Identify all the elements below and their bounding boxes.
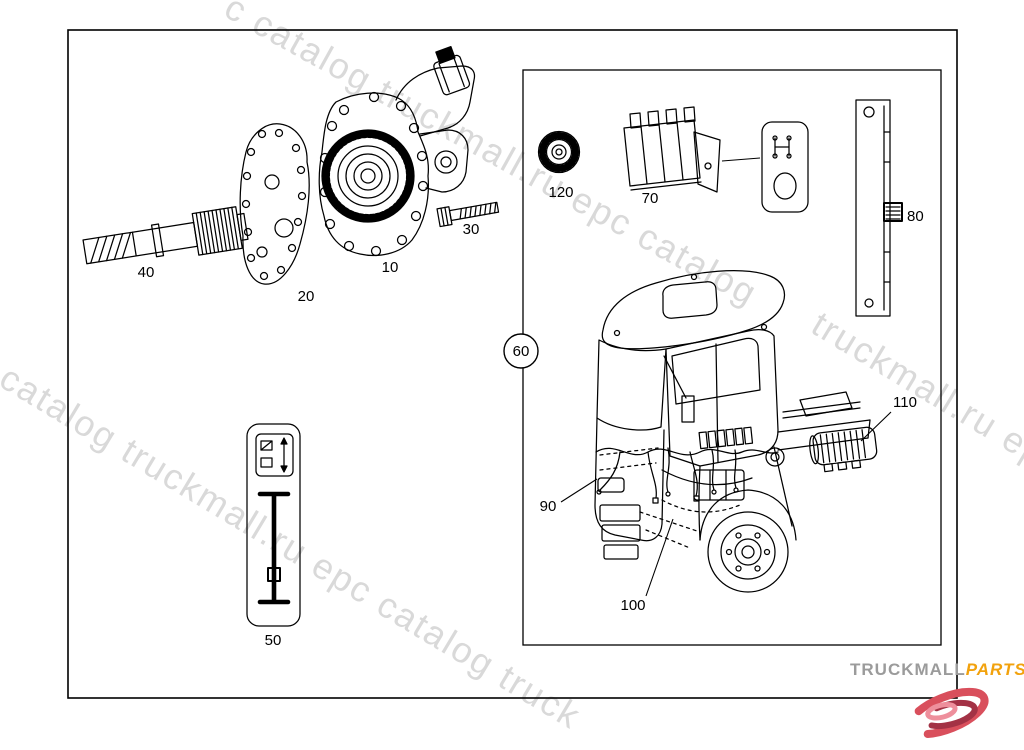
logo-parts-text: PARTS	[965, 660, 1024, 679]
part-50-label-plate-drawing	[246, 423, 301, 627]
outer-border	[67, 29, 958, 699]
callout-labels: 40 20 10 30 50 120 70 80 90 100 110 60	[138, 157, 924, 649]
part-70-switch-drawing	[623, 106, 721, 193]
wiring-harness-drawing	[595, 426, 785, 549]
group-60-badge	[503, 333, 539, 369]
logo-brand-text: TRUCKMALL	[850, 660, 966, 679]
logo-swirl-icon	[905, 687, 989, 739]
callout-50: 50	[265, 632, 282, 649]
callout-100: 100	[620, 597, 645, 614]
callout-10: 10	[382, 259, 399, 276]
callout-20: 20	[298, 288, 315, 305]
callout-30: 30	[463, 221, 480, 238]
callout-60: 60	[513, 343, 530, 360]
part-70-panel-drawing	[761, 121, 809, 213]
part-10-housing-drawing	[318, 45, 476, 257]
callout-90: 90	[540, 498, 557, 515]
part-20-gasket-drawing	[239, 123, 310, 285]
part-120-bearing-drawing	[537, 130, 581, 174]
part-30-bolt-drawing	[436, 201, 500, 228]
callout-70: 70	[642, 190, 659, 207]
callout-120: 120	[548, 184, 573, 201]
part-80-bracket-drawing	[855, 99, 903, 317]
logo-wordmark: TRUCKMALLPARTS	[850, 660, 1024, 680]
truck-cab-drawing	[594, 270, 871, 593]
brand-logo: TRUCKMALLPARTS	[850, 660, 1024, 744]
callout-80: 80	[907, 208, 924, 225]
callout-40: 40	[138, 264, 155, 281]
callout-110: 110	[893, 394, 917, 411]
part-110-component-drawing	[809, 426, 878, 473]
parts-group-box	[522, 69, 942, 646]
part-40-shaft-drawing	[82, 206, 249, 265]
